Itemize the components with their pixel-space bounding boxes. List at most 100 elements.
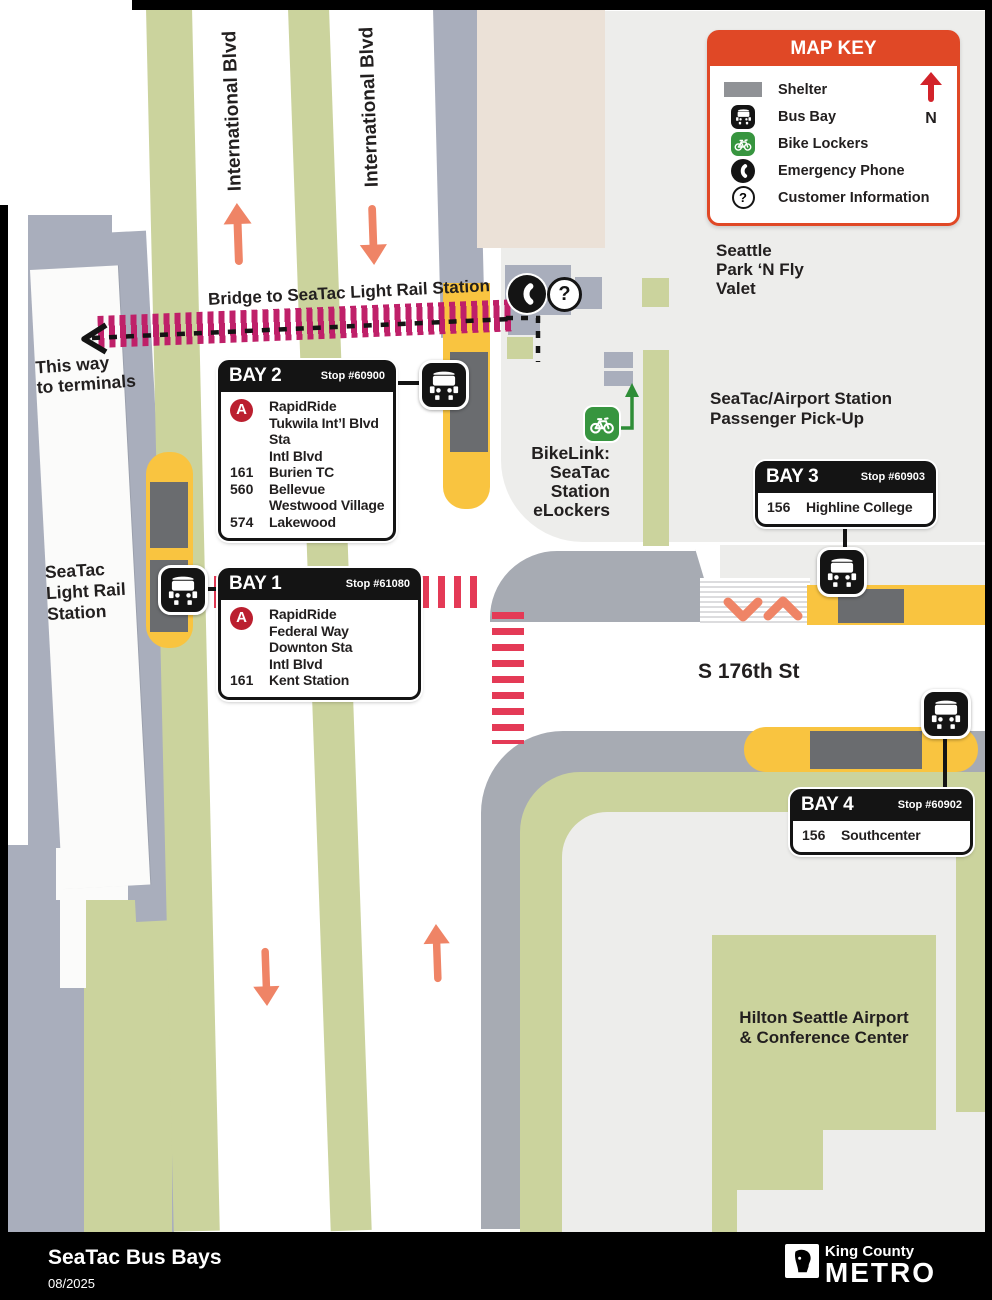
elocker-1 <box>604 352 633 368</box>
map-border-top <box>132 0 992 10</box>
route-number: 574 <box>230 513 254 530</box>
key-label: Bike Lockers <box>778 135 869 152</box>
customer-information-icon: ? <box>547 277 582 312</box>
bay-name: BAY 2 <box>229 365 282 386</box>
bay4-header: BAY 4 Stop #60902 <box>792 791 971 821</box>
route-destination: Tukwila Int’l Blvd Sta <box>269 414 379 448</box>
route-destination: RapidRide <box>269 398 337 414</box>
route-number: 156 <box>802 827 826 843</box>
traffic-arrow-up-north <box>221 202 255 269</box>
route-row: 156 Southcenter <box>802 827 962 844</box>
key-label: Bus Bay <box>778 108 837 125</box>
customer-information-icon: ? <box>731 186 755 209</box>
bay-name: BAY 4 <box>801 794 854 815</box>
intl-blvd-label-west: International Blvd <box>219 30 246 192</box>
station-building-step-2 <box>60 898 86 988</box>
brand-bottom-label: METRO <box>824 1257 936 1288</box>
bay3-bus-icon <box>817 547 867 597</box>
north-arrow-icon <box>920 72 942 102</box>
route-destination: Intl Blvd <box>269 447 323 464</box>
rapidride-a-badge: A <box>230 399 253 422</box>
crosswalk-east <box>492 612 524 744</box>
map-date: 08/2025 <box>48 1276 95 1291</box>
key-row-customer-information: ? Customer Information <box>720 184 947 211</box>
stop-number: Stop #61080 <box>345 578 410 590</box>
bay4-bus-icon <box>921 689 971 739</box>
bay3-callout: BAY 3 Stop #60903 156 Highline College <box>755 461 936 527</box>
bay1-bus-icon <box>158 565 208 615</box>
elocker-2 <box>604 371 633 386</box>
map-border-left <box>0 205 8 1232</box>
bridge-dashed-path <box>58 292 528 356</box>
bay2-bus-icon <box>419 360 469 410</box>
route-number: 560 <box>230 480 254 497</box>
key-row-bus-bay: Bus Bay <box>720 103 947 130</box>
merge-chevron-down <box>722 594 764 626</box>
plaza-structure-3 <box>508 315 540 335</box>
route-number: 161 <box>230 464 254 480</box>
bay4-shelter <box>810 731 922 769</box>
bike-lockers-icon <box>731 131 755 156</box>
route-destination: Burien TC <box>269 464 335 480</box>
key-row-emergency-phone: Emergency Phone <box>720 157 947 184</box>
key-label: Shelter <box>778 81 828 98</box>
bay1-header: BAY 1 Stop #61080 <box>220 570 419 600</box>
route-destination: RapidRide <box>269 606 337 622</box>
bottom-left-landscape <box>84 900 172 1232</box>
north-indicator: N <box>919 72 943 128</box>
bay4-connector <box>943 736 947 792</box>
intl-blvd-label-east: International Blvd <box>356 26 383 188</box>
phone-dashed-path <box>498 306 554 368</box>
king-county-icon <box>784 1244 819 1278</box>
traffic-arrow-up-south <box>420 923 454 984</box>
north-label: N <box>925 110 937 127</box>
bay4-callout: BAY 4 Stop #60902 156 Southcenter <box>790 789 973 855</box>
emergency-phone-icon <box>508 275 546 313</box>
route-destination: Intl Blvd <box>269 655 323 672</box>
plaza-planting-2 <box>642 278 669 307</box>
street-median-island <box>487 548 718 625</box>
key-row-shelter: Shelter <box>720 76 947 103</box>
route-destination: Lakewood <box>269 513 336 530</box>
traffic-arrow-down-north <box>356 202 390 265</box>
bay1-connector <box>205 587 221 591</box>
plaza-planting-strip <box>643 350 669 546</box>
route-row: 161 Burien TC <box>230 464 385 481</box>
route-destination: Kent Station <box>269 672 350 688</box>
hilton-notch-2 <box>737 1190 992 1232</box>
rapidride-a-badge: A <box>230 607 253 630</box>
beige-building <box>477 4 605 248</box>
route-destination: Southcenter <box>841 827 921 843</box>
emergency-phone-icon <box>731 158 755 183</box>
footer-bar: SeaTac Bus Bays 08/2025 King County METR… <box>0 1232 992 1300</box>
merge-chevron-up <box>762 592 804 624</box>
bay2-connector <box>392 381 422 385</box>
king-county-metro-logo: King County METRO <box>784 1244 936 1288</box>
stop-number: Stop #60900 <box>320 370 385 382</box>
stop-number: Stop #60903 <box>860 471 925 483</box>
route-destination: Federal Way Downton Sta <box>269 622 353 656</box>
route-number: 156 <box>767 499 791 515</box>
bay2-header: BAY 2 Stop #60900 <box>220 362 394 392</box>
plaza-planting-1 <box>507 337 533 359</box>
map-title: SeaTac Bus Bays <box>48 1246 222 1269</box>
route-row: 161 Kent Station <box>230 672 410 689</box>
bay3-connector <box>843 514 847 550</box>
bay1-shelter-1 <box>150 482 188 548</box>
bike-lockers-icon <box>585 407 619 441</box>
map-border-right <box>985 8 992 1232</box>
info-question-mark: ? <box>558 283 571 305</box>
stop-number: Stop #60902 <box>897 799 962 811</box>
key-label: Customer Information <box>778 189 930 206</box>
bay-name: BAY 3 <box>766 466 819 487</box>
